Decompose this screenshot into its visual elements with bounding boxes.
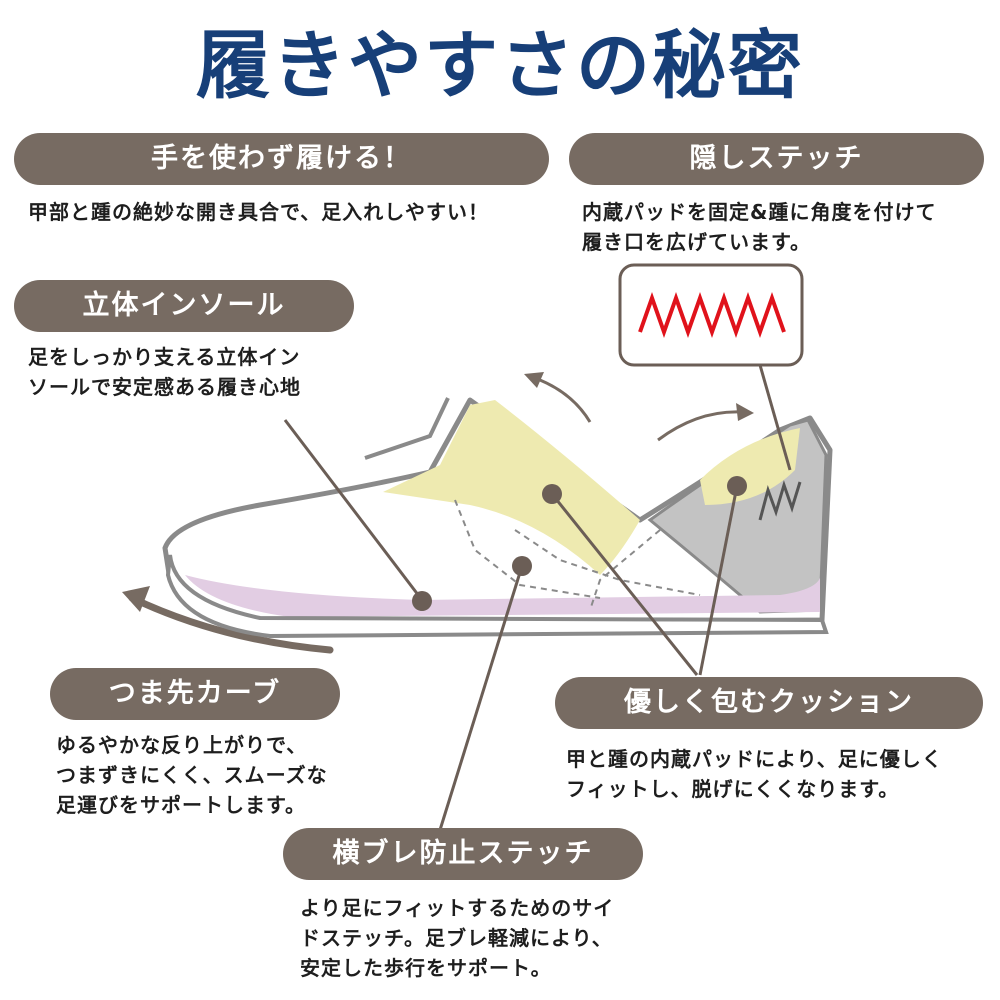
feature-label-side-stitch: 横ブレ防止ステッチ [283, 828, 643, 880]
feature-desc-side-stitch: より足にフィットするためのサイ ドステッチ。足ブレ軽減により、 安定した歩行をサ… [300, 893, 614, 983]
feature-label-toe-curve: つま先カーブ [50, 668, 340, 720]
feature-label-hands-free: 手を使わず履ける！ [14, 133, 549, 185]
leader-lines [283, 419, 739, 831]
stitch-callout [618, 263, 804, 471]
heel-stitch-zigzag [758, 480, 802, 521]
shoe-body [162, 397, 833, 639]
desc-line: ゆるやかな反り上がりで、 [56, 733, 308, 757]
desc-line: 足をしっかり支える立体イン [28, 345, 301, 369]
feature-label-cushion: 優しく包むクッション [555, 677, 983, 729]
desc-line: フィットし、脱げにくくなります。 [566, 777, 900, 801]
feature-desc-hidden-stitch: 内蔵パッドを固定&踵に角度を付けて 履き口を広げています。 [582, 197, 936, 257]
feature-label-hidden-stitch: 隠しステッチ [569, 133, 984, 185]
feature-desc-hands-free: 甲部と踵の絶妙な開き具合で、足入れしやすい！ [28, 197, 489, 227]
opening-arrow-left-icon [524, 372, 592, 423]
toe-curve-arrow-icon [122, 586, 334, 654]
feature-desc-toe-curve: ゆるやかな反り上がりで、 つまずきにくく、スムーズな 足運びをサポートします。 [56, 730, 328, 820]
desc-line: 甲部と踵の絶妙な開き具合で、足入れしやすい！ [28, 200, 489, 224]
insole-band [185, 575, 820, 617]
desc-line: 安定した歩行をサポート。 [300, 956, 552, 980]
desc-line: 足運びをサポートします。 [56, 793, 306, 817]
heel-pad [700, 428, 800, 505]
desc-line: ドステッチ。足ブレ軽減により、 [300, 926, 613, 950]
desc-line: 内蔵パッドを固定&踵に角度を付けて [582, 200, 937, 224]
feature-desc-cushion: 甲と踵の内蔵パッドにより、足に優しく フィットし、脱げにくくなります。 [566, 744, 943, 804]
desc-line: ソールで安定感ある履き心地 [28, 375, 301, 399]
callout-dots [412, 476, 747, 611]
desc-line: つまずきにくく、スムーズな [56, 763, 328, 787]
feature-desc-insole: 足をしっかり支える立体イン ソールで安定感ある履き心地 [28, 342, 301, 402]
opening-arrow-right-icon [657, 403, 754, 442]
instep-pad [383, 400, 640, 575]
desc-line: 甲と踵の内蔵パッドにより、足に優しく [566, 747, 943, 771]
page-title: 履きやすさの秘密 [196, 23, 804, 109]
desc-line: より足にフィットするためのサイ [300, 896, 615, 920]
desc-line: 履き口を広げています。 [582, 230, 811, 254]
feature-label-insole: 立体インソール [14, 280, 354, 332]
